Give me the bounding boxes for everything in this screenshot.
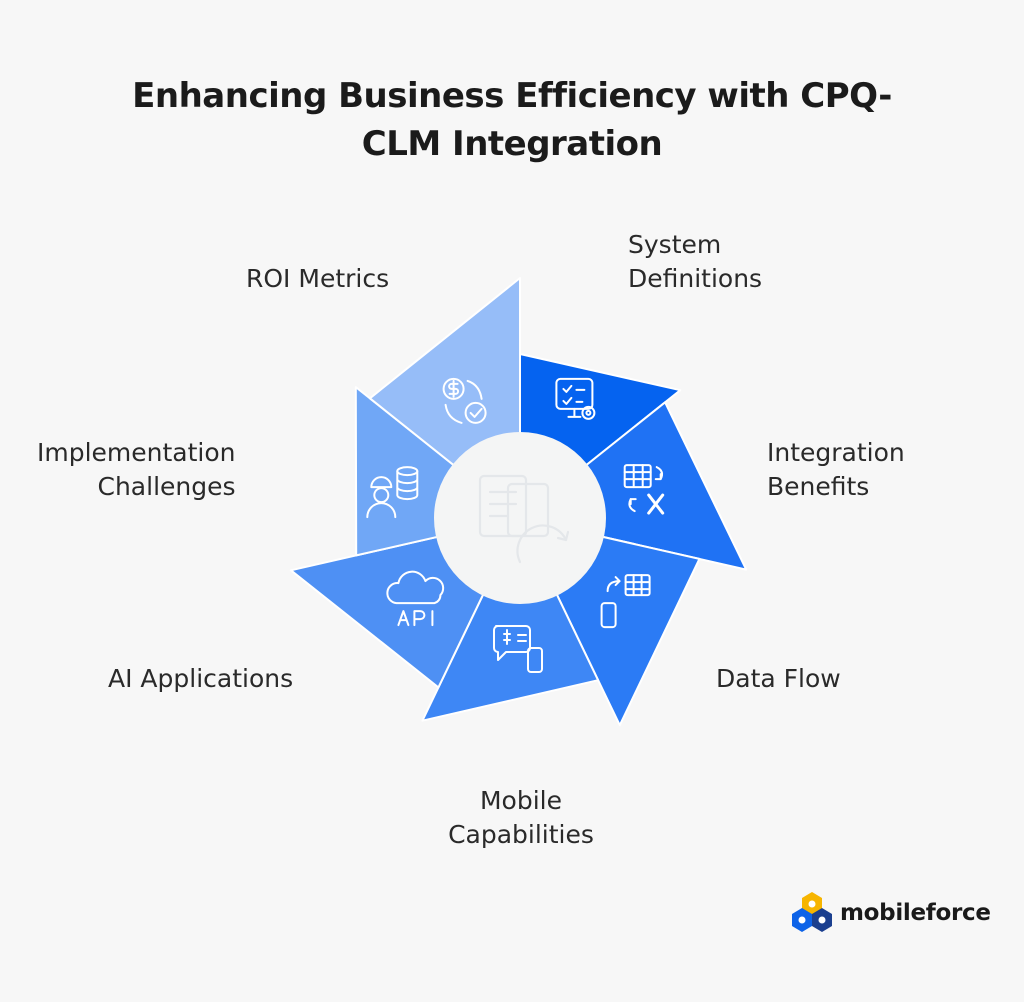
title-line-1: Enhancing Business Efficiency with CPQ- (132, 76, 892, 116)
engineer-database-icon (366, 466, 419, 519)
label-system-definitions: System Definitions (628, 230, 763, 293)
label-implementation-challenges: Implementation Challenges (37, 438, 236, 501)
label-ai-applications: AI Applications (108, 664, 294, 693)
chat-dollar-mobile-icon (493, 625, 543, 673)
title-line-2: CLM Integration (361, 124, 663, 164)
document-cycle-icon (478, 474, 570, 564)
dollar-check-cycle-icon (442, 377, 487, 424)
label-integration-benefits: Integration Benefits (767, 438, 905, 501)
brand-name: mobileforce (840, 900, 991, 926)
mobile-table-sync-icon (600, 574, 651, 629)
page-title: Enhancing Business Efficiency with CPQ- … (112, 72, 912, 168)
label-roi-metrics: ROI Metrics (246, 264, 390, 293)
center-hub (434, 432, 606, 604)
cloud-api-icon (386, 570, 445, 627)
label-mobile-capabilities: Mobile Capabilities (448, 786, 594, 849)
monitor-gear-checklist-icon (555, 377, 596, 420)
spreadsheet-excel-sync-icon (623, 464, 665, 515)
label-data-flow: Data Flow (716, 664, 841, 693)
brand: mobileforce (790, 890, 991, 936)
mobileforce-logo-icon (792, 892, 832, 932)
